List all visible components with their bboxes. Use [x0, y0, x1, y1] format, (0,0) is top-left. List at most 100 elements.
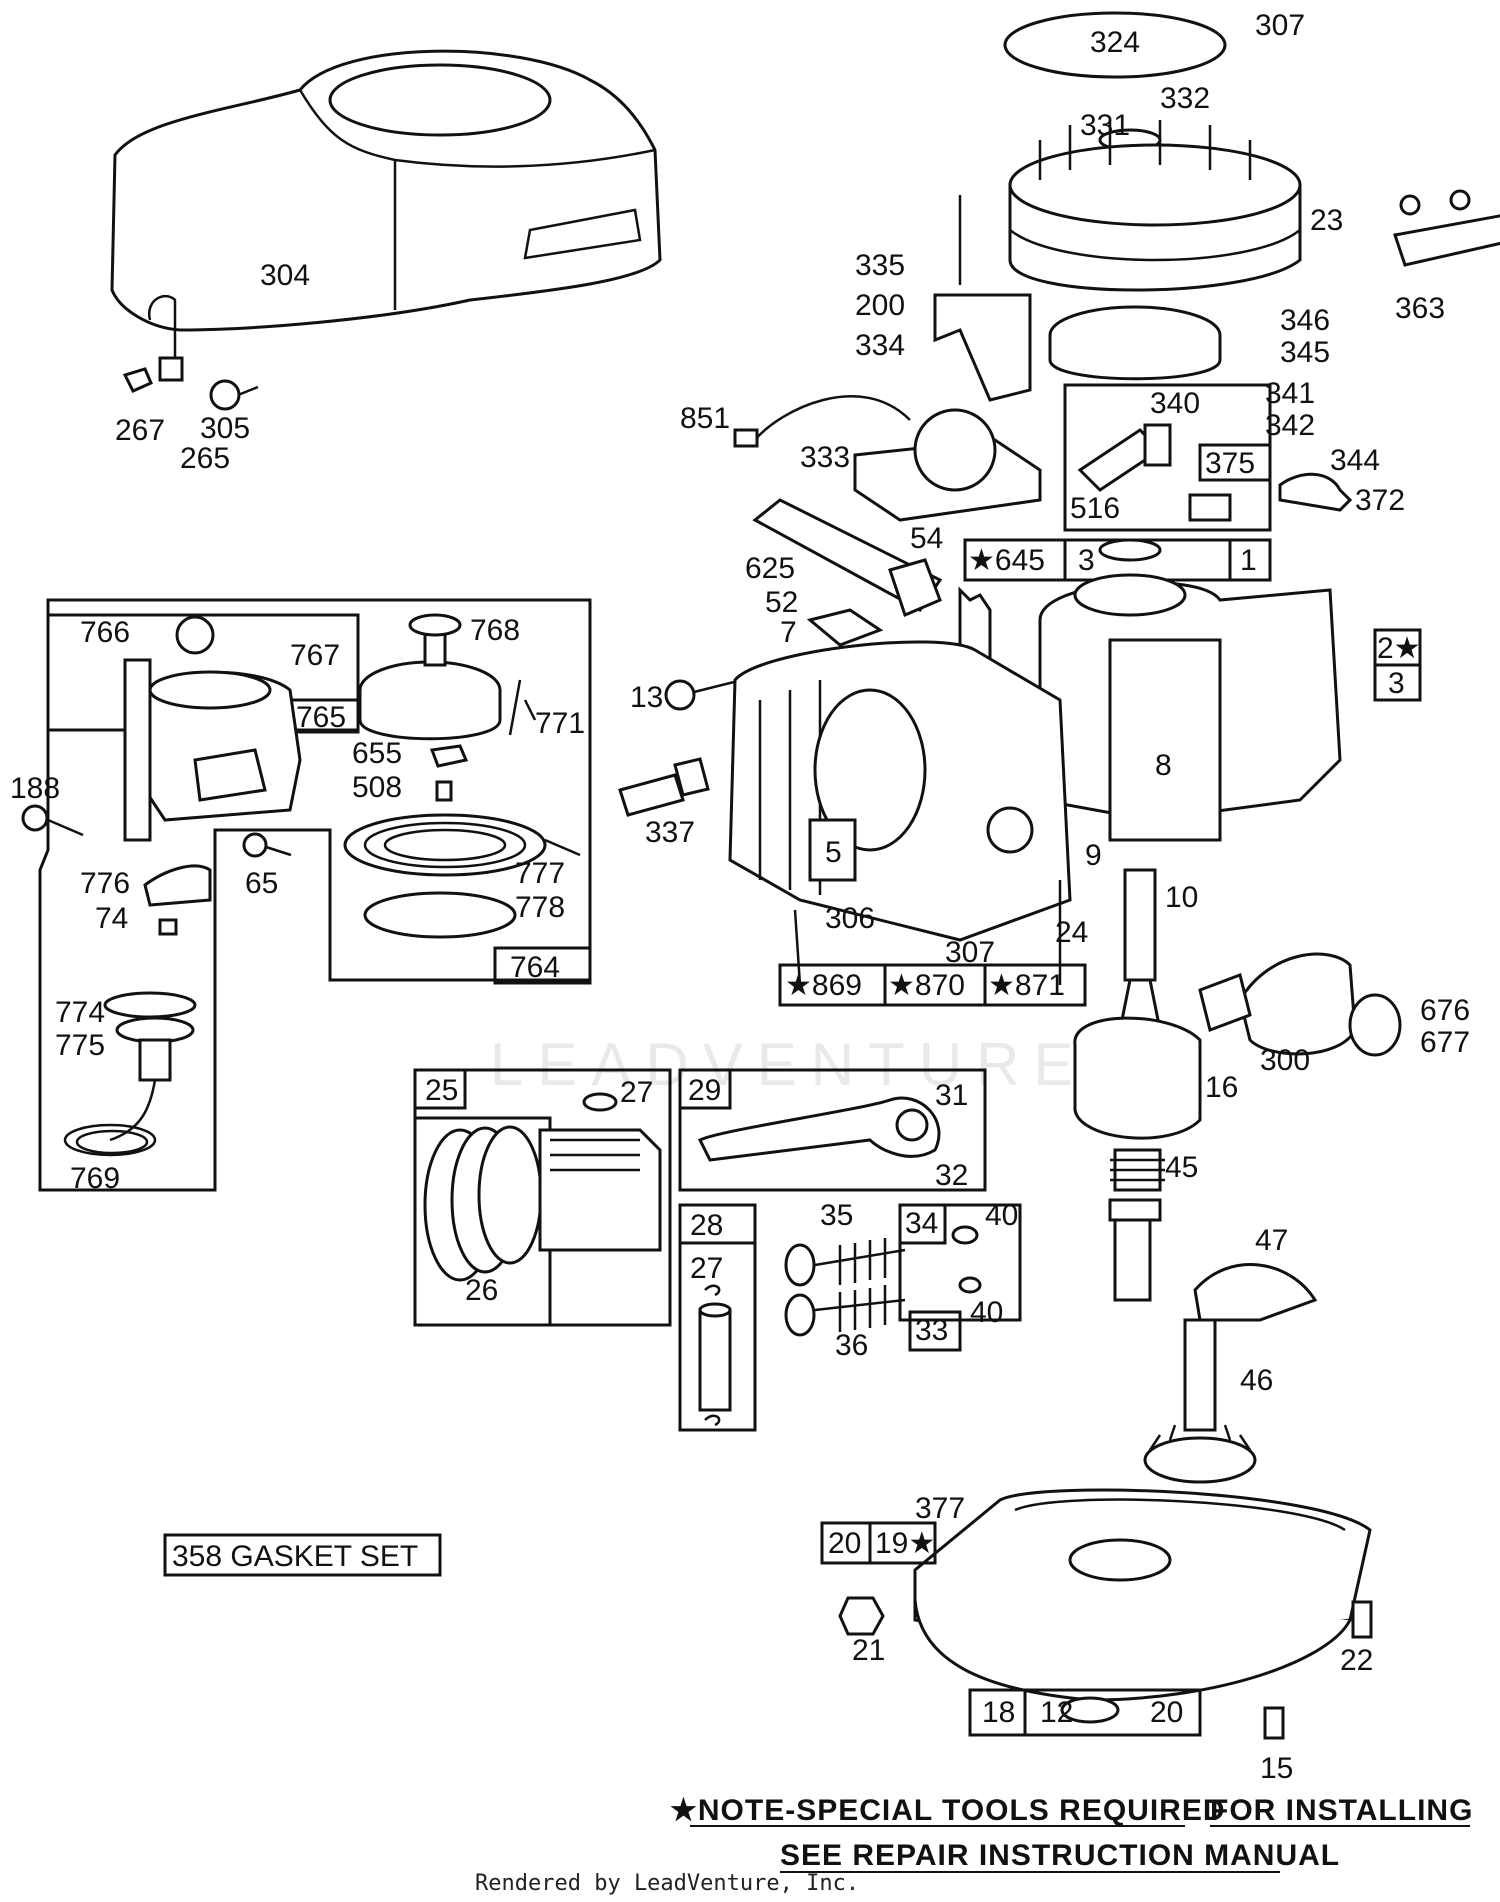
label-20b: 20 [1150, 1696, 1183, 1729]
label-777: 777 [515, 857, 565, 890]
label-776: 776 [80, 867, 130, 900]
note-line-1b: FOR INSTALLING [1210, 1794, 1473, 1827]
gasket-set-label: 358 GASKET SET [172, 1540, 418, 1573]
pulley-768 [358, 613, 537, 741]
plug-15 [1263, 1706, 1285, 1740]
label-871: ★871 [988, 969, 1065, 1002]
label-625: 625 [745, 552, 795, 585]
label-47: 47 [1255, 1224, 1288, 1257]
label-305: 305 [200, 412, 250, 445]
label-267: 267 [115, 414, 165, 447]
label-26: 26 [465, 1274, 498, 1307]
label-7: 7 [780, 616, 797, 649]
callout-labels: 304 267 305 265 324 307 332 331 23 363 3… [10, 9, 1470, 1785]
label-335: 335 [855, 249, 905, 282]
label-65: 65 [245, 867, 278, 900]
sump-base [913, 1488, 1372, 1702]
label-851: 851 [680, 402, 730, 435]
starter-housing-765 [123, 615, 302, 842]
label-769: 769 [70, 1162, 120, 1195]
armature-200 [933, 195, 1032, 402]
flywheel-23 [1008, 120, 1302, 292]
ratchet-655 [429, 744, 469, 802]
box-19 [868, 1521, 937, 1565]
label-645: ★645 [968, 544, 1045, 577]
label-5: 5 [825, 836, 842, 869]
label-778: 778 [515, 891, 565, 924]
label-40a: 40 [985, 1199, 1018, 1232]
label-35: 35 [820, 1199, 853, 1232]
label-304: 304 [260, 259, 310, 292]
label-1: 1 [1240, 544, 1257, 577]
label-21: 21 [852, 1634, 885, 1667]
label-28: 28 [690, 1209, 723, 1242]
label-363: 363 [1395, 292, 1445, 325]
label-377: 377 [915, 1492, 965, 1525]
label-19: 19★ [875, 1527, 935, 1560]
cylinder-block [958, 538, 1342, 893]
box-3b [1373, 663, 1422, 702]
label-36: 36 [835, 1329, 868, 1362]
governor-47 [1193, 1263, 1318, 1322]
label-54: 54 [910, 522, 943, 555]
handle-774 [103, 991, 197, 1142]
cover-778 [363, 891, 517, 939]
label-344: 344 [1330, 444, 1380, 477]
label-13: 13 [630, 681, 663, 714]
label-334: 334 [855, 329, 905, 362]
screw-65 [242, 832, 292, 858]
label-508: 508 [352, 771, 402, 804]
label-24: 24 [1055, 916, 1088, 949]
label-676: 676 [1420, 994, 1470, 1027]
label-20a: 20 [828, 1527, 861, 1560]
valve-box [784, 1203, 1022, 1352]
connecting-rod-box [678, 1068, 987, 1192]
label-774: 774 [55, 996, 105, 1029]
label-766: 766 [80, 616, 130, 649]
spark-plug-337 [618, 757, 710, 817]
label-341: 341 [1265, 377, 1315, 410]
pawl-74 [143, 864, 212, 936]
gasket-set-box [163, 1533, 442, 1577]
label-33: 33 [915, 1314, 948, 1347]
label-331: 331 [1080, 109, 1130, 142]
label-265: 265 [180, 442, 230, 475]
label-200: 200 [855, 289, 905, 322]
label-655: 655 [352, 737, 402, 770]
label-34: 34 [905, 1207, 938, 1240]
label-869: ★869 [785, 969, 862, 1002]
label-46: 46 [1240, 1364, 1273, 1397]
note-line-2: SEE REPAIR INSTRUCTION MANUAL [780, 1839, 1340, 1872]
ignition-coil-333 [733, 395, 1042, 522]
watermark: LEADVENTURE [490, 1031, 1087, 1098]
box-12-20 [1023, 1688, 1202, 1737]
clamp-372 [1278, 472, 1353, 512]
label-40b: 40 [970, 1296, 1003, 1329]
bolt-21 [838, 1596, 885, 1636]
camshaft-46 [1143, 1318, 1257, 1484]
label-3a: 3 [1078, 544, 1095, 577]
label-32: 32 [935, 1159, 968, 1192]
crankshaft [1073, 868, 1202, 1302]
label-677: 677 [1420, 1026, 1470, 1059]
label-324: 324 [1090, 26, 1140, 59]
label-307b: 307 [945, 936, 995, 969]
label-771: 771 [535, 707, 585, 740]
piston-pin-box [678, 1203, 757, 1432]
label-31: 31 [935, 1079, 968, 1112]
label-306: 306 [825, 902, 875, 935]
label-45: 45 [1165, 1151, 1198, 1184]
label-768: 768 [470, 614, 520, 647]
label-333: 333 [800, 441, 850, 474]
label-516: 516 [1070, 492, 1120, 525]
label-2: 2★ [1377, 632, 1421, 665]
label-307a: 307 [1255, 9, 1305, 42]
rope-769 [63, 1123, 157, 1157]
label-332: 332 [1160, 82, 1210, 115]
label-340: 340 [1150, 387, 1200, 420]
label-23: 23 [1310, 204, 1343, 237]
seal-20b [1060, 1696, 1120, 1724]
bolt-22 [1351, 1600, 1373, 1639]
bracket-363 [1393, 189, 1500, 267]
